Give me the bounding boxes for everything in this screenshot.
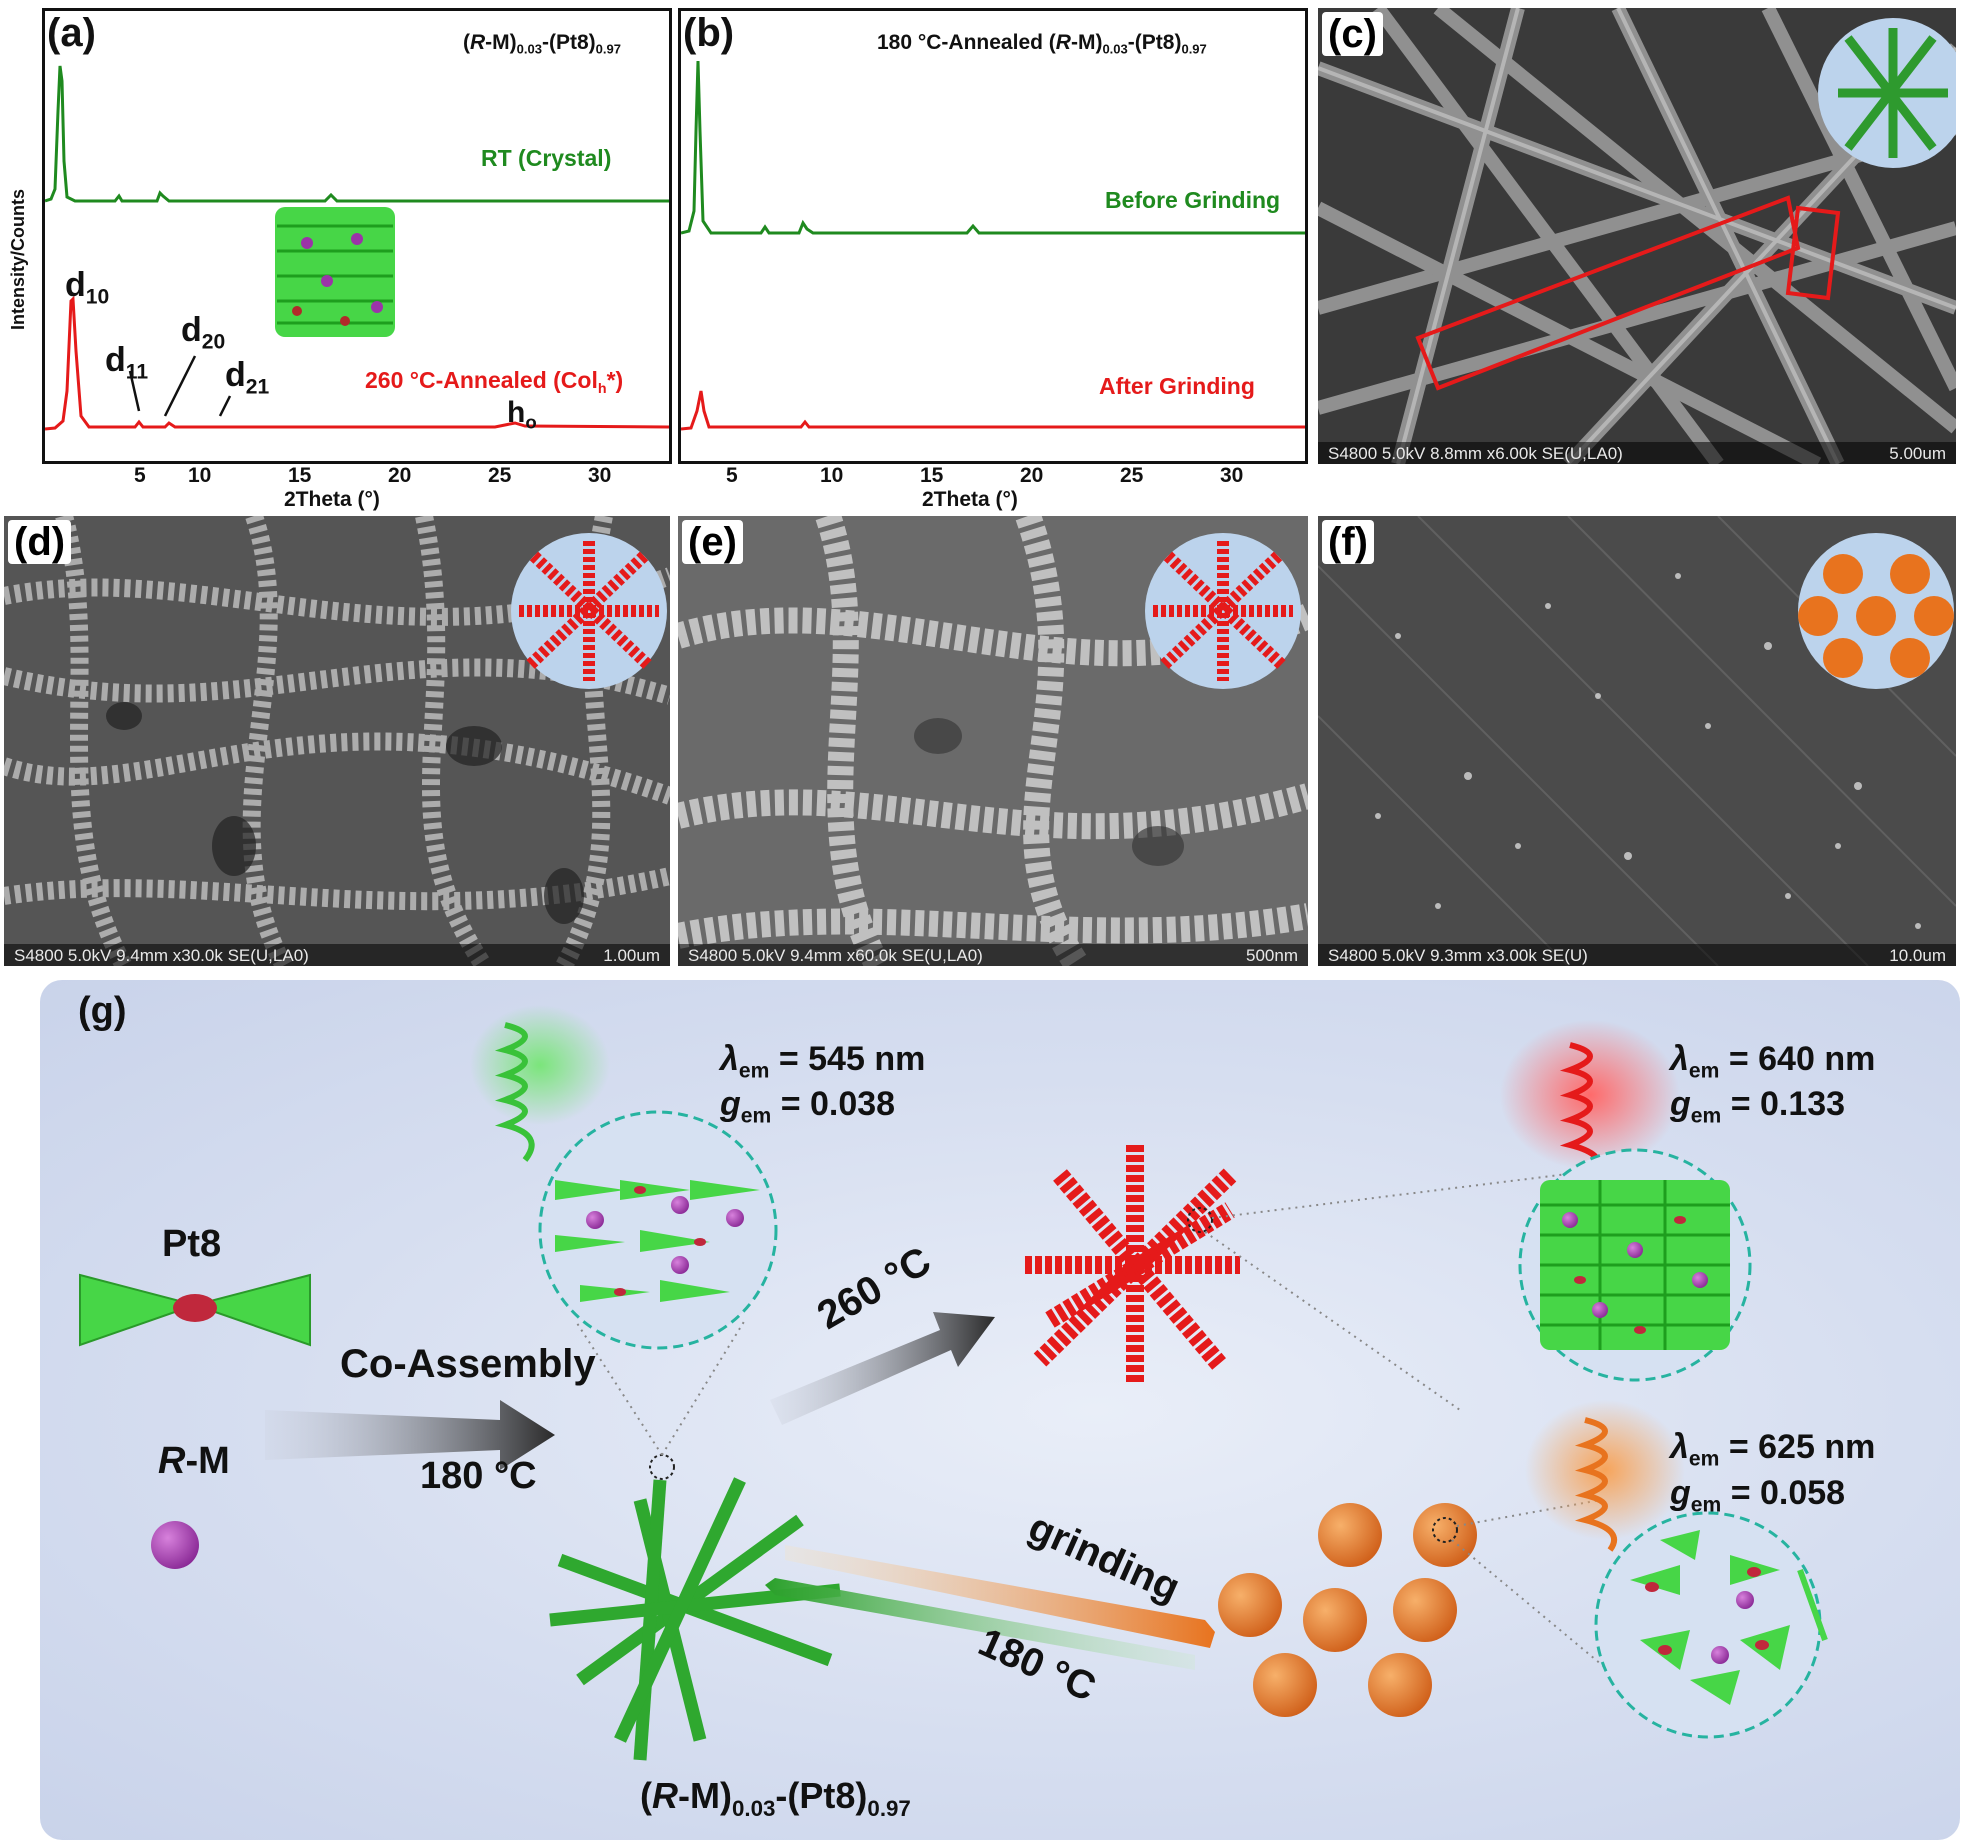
arrow-d11 <box>128 370 141 412</box>
red-helical-network <box>1025 1145 1240 1385</box>
panel-d-sem-image: (d) S4800 5.0kV 9.4mm x30.0k SE(U,LA0) 1… <box>4 516 670 966</box>
amorphous-zoom-circle <box>1594 1511 1828 1739</box>
sem-footer-f: S4800 5.0kV 9.3mm x3.00k SE(U) 10.0um <box>1318 944 1956 966</box>
orange-helix-emission <box>1525 1400 1685 1552</box>
green-lambda-label: λem = 545 nm <box>720 1040 926 1083</box>
panel-a-xlabel: 2Theta (°) <box>284 488 380 511</box>
panel-c-sem-image: (c) S4800 5.0kV 8.8mm x6.00k SE(U,LA0) 5… <box>1318 8 1956 464</box>
panel-b-plot <box>681 60 1305 431</box>
panel-a-title: (R-M)0.03-(Pt8)0.97 <box>463 31 622 57</box>
panel-b-xlabel: 2Theta (°) <box>922 488 1018 511</box>
co-assembly-temp: 180 °C <box>420 1455 537 1497</box>
colh-zoom-circle <box>1518 1148 1752 1382</box>
orange-g-label: gem = 0.058 <box>1670 1474 1846 1517</box>
inset-spheres-f <box>1798 533 1954 689</box>
green-g-label: gem = 0.038 <box>720 1085 896 1128</box>
panel-c-label: (c) <box>1322 12 1383 56</box>
heat-260-arrow <box>770 1312 995 1425</box>
green-helix-emission <box>470 1005 610 1162</box>
green-ribbon-bundle <box>549 1477 841 1761</box>
grinding-arrow <box>785 1545 1215 1648</box>
inset-ribbons-c <box>1818 18 1956 168</box>
peak-ho: ho <box>507 396 537 433</box>
panel-g-label: (g) <box>78 990 127 1032</box>
trace-rt-crystal <box>45 65 669 203</box>
co-assembly-arrow <box>265 1400 555 1470</box>
trace-260-annealed <box>45 295 669 431</box>
trace-label-260-annealed: 260 °C-Annealed (Colh*) <box>365 367 624 397</box>
trace-label-after-grinding: After Grinding <box>1099 373 1255 399</box>
panel-b-label: (b) <box>683 11 735 55</box>
zoom-marker-ribbon <box>649 1454 675 1480</box>
co-assembly-label: Co-Assembly <box>340 1342 596 1386</box>
rm-sphere <box>151 1521 199 1569</box>
sem-footer-d: S4800 5.0kV 9.4mm x30.0k SE(U,LA0) 1.00u… <box>4 944 670 966</box>
xrd-crystal-inset <box>275 207 395 337</box>
peak-d11: d11 <box>105 341 149 384</box>
trace-label-rt-crystal: RT (Crystal) <box>481 145 612 171</box>
sem-footer-c: S4800 5.0kV 8.8mm x6.00k SE(U,LA0) 5.00u… <box>1318 442 1956 464</box>
trace-after-grinding <box>681 390 1305 431</box>
panel-a-label: (a) <box>47 11 96 55</box>
green-zoom-circle <box>538 1110 778 1350</box>
panel-g-scheme: (g) Pt8 R-M Co-Assembly 180 °C 260 °C gr… <box>40 980 1960 1840</box>
panel-e-label: (e) <box>682 520 743 564</box>
orange-lambda-label: λem = 625 nm <box>1670 1428 1876 1471</box>
zoom-marker-sphere <box>1432 1517 1458 1543</box>
reheat-180-arrow <box>765 1578 1195 1670</box>
sem-fibers-c <box>1318 8 1956 464</box>
arrow-d20 <box>163 355 197 417</box>
scheme-graphics <box>79 1005 1828 1761</box>
sem-fibers-e <box>678 516 1308 966</box>
panel-b: (b) 180 °C-Annealed (R-M)0.03-(Pt8)0.97 … <box>678 8 1308 464</box>
peak-d20: d20 <box>181 311 226 354</box>
pt8-molecule <box>79 1273 311 1347</box>
panel-b-title: 180 °C-Annealed (R-M)0.03-(Pt8)0.97 <box>877 31 1207 57</box>
highlight-box-long <box>1415 195 1801 391</box>
panel-a: (a) (R-M)0.03-(Pt8)0.97 RT (Crystal) 260… <box>42 8 672 464</box>
panel-a-plot <box>45 65 669 431</box>
trace-before-grinding <box>681 60 1305 235</box>
assembly-formula: (R-M)0.03-(Pt8)0.97 <box>640 1775 911 1821</box>
peak-d21: d21 <box>225 356 270 399</box>
highlight-box-short <box>1785 205 1841 301</box>
inset-helical-network-e <box>1145 533 1301 689</box>
panel-f-label: (f) <box>1322 520 1374 564</box>
orange-sphere-cluster <box>1218 1503 1477 1717</box>
red-lambda-label: λem = 640 nm <box>1670 1040 1876 1083</box>
arrow-d21 <box>218 395 232 417</box>
sem-fibers-d <box>4 516 670 966</box>
trace-label-before-grinding: Before Grinding <box>1105 187 1281 213</box>
peak-d10: d10 <box>65 266 110 309</box>
sem-surface-f <box>1318 516 1956 966</box>
panel-f-sem-image: (f) S4800 5.0kV 9.3mm x3.00k SE(U) 10.0u… <box>1318 516 1956 966</box>
panel-e-sem-image: (e) S4800 5.0kV 9.4mm x60.0k SE(U,LA0) 5… <box>678 516 1308 966</box>
red-g-label: gem = 0.133 <box>1670 1085 1846 1128</box>
rm-label: R-M <box>158 1440 230 1482</box>
zoom-marker-helix <box>1187 1207 1213 1233</box>
inset-helical-network-d <box>511 533 667 689</box>
pt8-label: Pt8 <box>162 1223 222 1265</box>
panel-d-label: (d) <box>8 520 72 564</box>
sem-footer-e: S4800 5.0kV 9.4mm x60.0k SE(U,LA0) 500nm <box>678 944 1308 966</box>
red-helix-emission <box>1500 1020 1680 1177</box>
y-axis-label: Intensity/Counts <box>8 188 28 330</box>
